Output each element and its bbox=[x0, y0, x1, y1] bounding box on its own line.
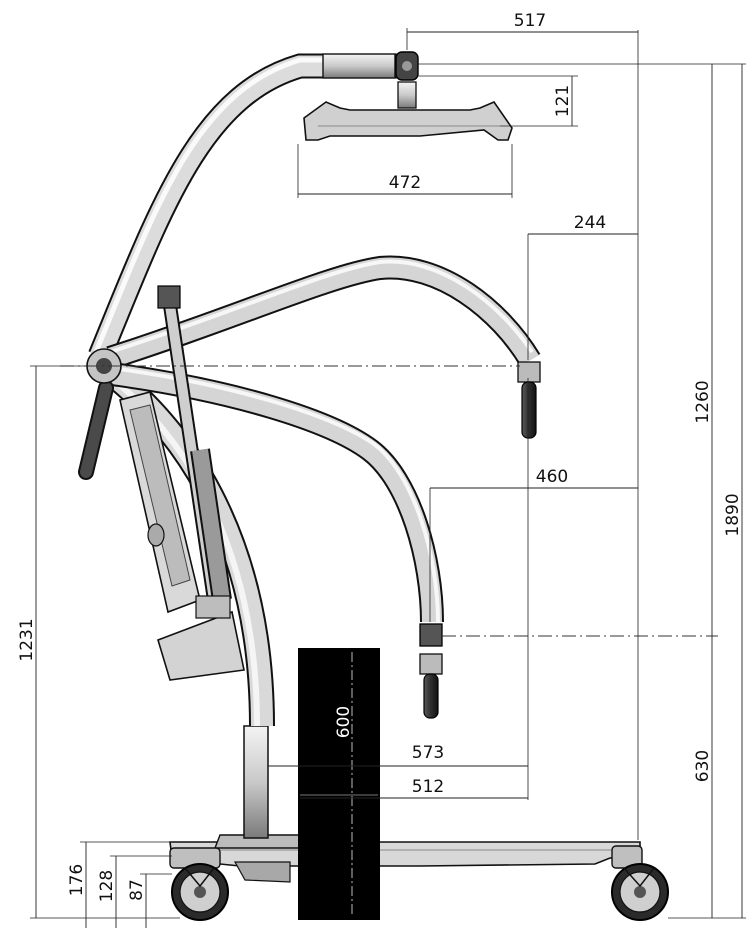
dim-label-472: 472 bbox=[389, 173, 421, 193]
dimension-630: 630 bbox=[668, 636, 746, 919]
upper-boom bbox=[88, 51, 419, 361]
dimension-128: 128 bbox=[97, 855, 172, 928]
dimension-121: 121 bbox=[418, 75, 578, 127]
dimension-460: 460 bbox=[429, 467, 638, 622]
reference-block: 600 bbox=[298, 648, 380, 920]
battery-pack bbox=[157, 595, 245, 681]
dimension-176: 176 bbox=[67, 841, 172, 928]
dim-label-121: 121 bbox=[553, 85, 573, 117]
spreader-bar bbox=[303, 81, 513, 141]
dim-label-176: 176 bbox=[67, 864, 87, 896]
dim-label-1890: 1890 bbox=[723, 493, 743, 536]
lift-arm-upper-position bbox=[106, 255, 541, 439]
dimension-573: 573 bbox=[268, 743, 528, 767]
dim-label-460: 460 bbox=[536, 467, 568, 487]
rear-caster-wheel bbox=[169, 847, 229, 921]
dim-label-573: 573 bbox=[412, 743, 444, 763]
dimension-87: 87 bbox=[127, 873, 172, 928]
dim-label-600: 600 bbox=[334, 706, 354, 738]
dimension-1231: 1231 bbox=[17, 365, 180, 919]
dim-label-244: 244 bbox=[574, 213, 606, 233]
dimension-472: 472 bbox=[297, 144, 513, 198]
dim-label-87: 87 bbox=[127, 879, 147, 901]
dimension-512: 512 bbox=[300, 378, 529, 800]
dim-label-128: 128 bbox=[97, 870, 117, 902]
lift-actuator bbox=[157, 285, 232, 602]
base-frame bbox=[169, 834, 641, 883]
dimension-517: 517 bbox=[406, 11, 639, 840]
dimension-1890: 1890 bbox=[723, 64, 743, 918]
front-caster-wheel bbox=[611, 845, 669, 921]
center-lines bbox=[60, 365, 718, 637]
push-handle bbox=[78, 380, 114, 480]
dim-label-1260: 1260 bbox=[693, 380, 713, 423]
dim-label-630: 630 bbox=[693, 750, 713, 782]
dimension-244: 244 bbox=[527, 213, 638, 360]
dim-label-517: 517 bbox=[514, 11, 546, 31]
dim-label-1231: 1231 bbox=[17, 618, 37, 661]
dimension-1260: 1260 bbox=[418, 63, 746, 636]
dim-label-512: 512 bbox=[412, 777, 444, 797]
